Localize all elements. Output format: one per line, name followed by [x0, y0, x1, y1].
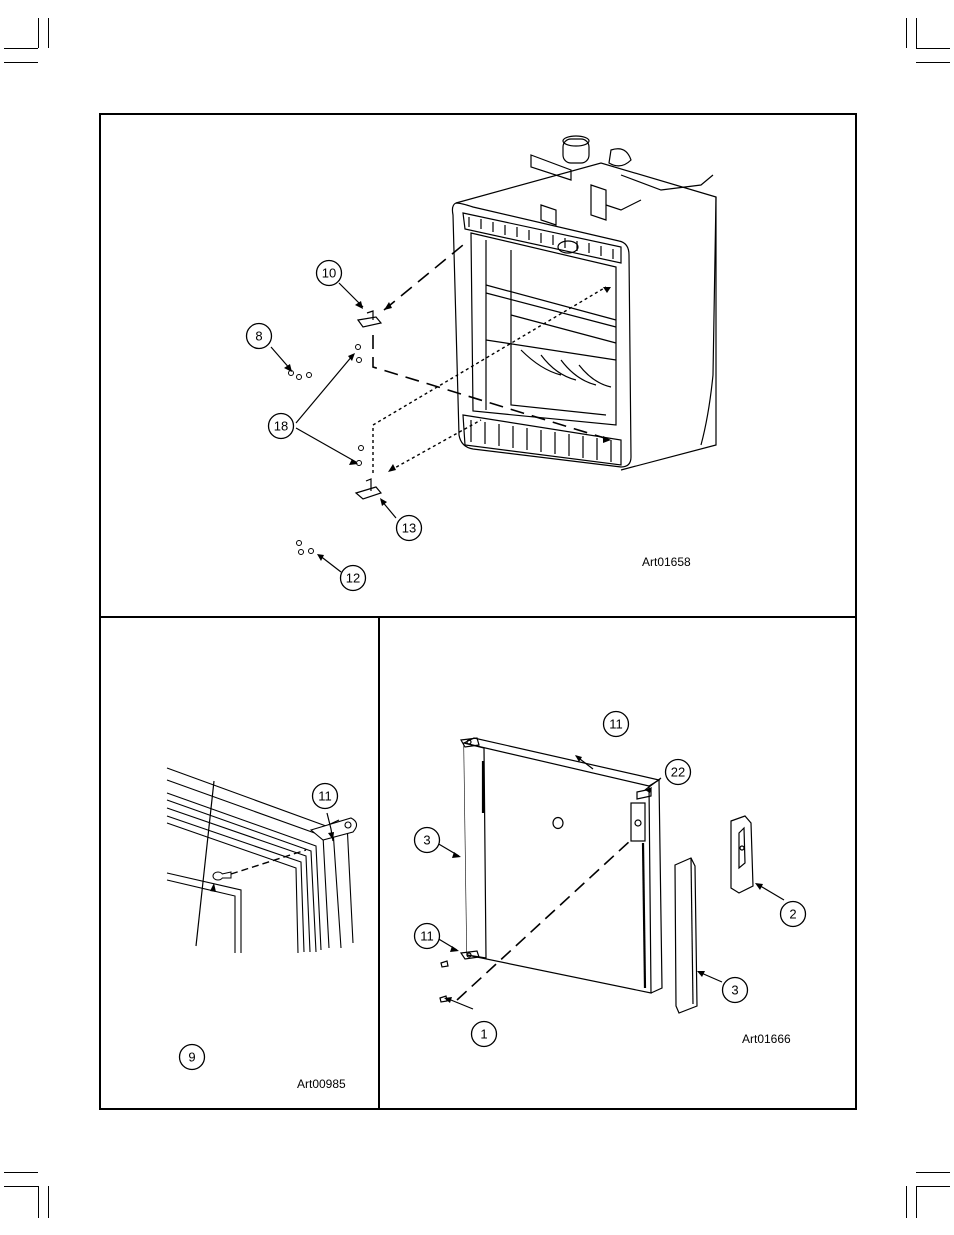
panel-divider-horizontal	[101, 616, 855, 618]
crop-mark	[906, 1186, 907, 1218]
crop-mark	[916, 62, 950, 63]
svg-text:3: 3	[731, 983, 738, 998]
svg-text:12: 12	[346, 571, 360, 586]
svg-text:8: 8	[255, 329, 262, 344]
top-hinge	[356, 310, 383, 328]
callout-11-top: 11	[602, 710, 630, 738]
svg-text:1: 1	[480, 1027, 487, 1042]
callout-12: 12	[339, 564, 367, 592]
callout-22: 22	[664, 758, 692, 786]
hinge-11-detail	[309, 817, 358, 841]
crop-mark	[38, 18, 39, 48]
callout-11-bottom: 11	[413, 922, 441, 950]
door-panel	[463, 742, 652, 994]
callout-13: 13	[395, 514, 423, 542]
svg-text:10: 10	[322, 266, 336, 281]
callout-10: 10	[315, 259, 343, 287]
screws-12	[296, 540, 314, 555]
callout-18: 18	[267, 412, 295, 440]
callout-2: 2	[779, 900, 807, 928]
diagram-frame: 10 8 18 13 12 Art01658	[99, 113, 857, 1110]
callout-3-right: 3	[721, 976, 749, 1004]
cabinet-outline	[455, 162, 717, 471]
crop-mark	[916, 1186, 917, 1218]
crop-mark	[48, 1186, 49, 1218]
crop-mark	[4, 1172, 38, 1173]
svg-text:9: 9	[188, 1050, 195, 1065]
art-ref-bottom-left: Art00985	[297, 1077, 346, 1091]
crop-mark	[48, 18, 49, 48]
svg-text:2: 2	[789, 907, 796, 922]
callout-11-detail: 11	[311, 782, 339, 810]
panel-cabinet-hinges: 10 8 18 13 12 Art01658	[101, 115, 855, 617]
callout-1: 1	[470, 1020, 498, 1048]
art-ref-top: Art01658	[642, 555, 691, 569]
screw-9	[212, 871, 232, 881]
crop-mark	[38, 1186, 39, 1218]
crop-mark	[4, 48, 38, 49]
cabinet-illustration: 10 8 18 13 12 Art01658	[245, 135, 717, 592]
crop-mark	[916, 1172, 950, 1173]
crop-mark	[916, 1186, 950, 1187]
callout-8: 8	[245, 322, 273, 350]
art-ref-bottom-right: Art01666	[742, 1032, 791, 1046]
crop-mark	[4, 62, 38, 63]
panel-door-corner-detail: 11 9 Art00985	[101, 618, 378, 1108]
door-assembly-illustration: 11 22 3 11 2 3	[413, 710, 807, 1048]
svg-text:11: 11	[420, 929, 434, 944]
svg-text:3: 3	[423, 833, 430, 848]
svg-text:18: 18	[274, 419, 288, 434]
svg-text:22: 22	[671, 765, 685, 780]
svg-text:11: 11	[609, 717, 623, 732]
panel-door-assembly: 11 22 3 11 2 3	[379, 618, 855, 1108]
panel-divider-vertical	[378, 617, 380, 1108]
crop-mark	[916, 18, 917, 48]
callout-9: 9	[178, 1043, 206, 1071]
crop-mark	[906, 18, 907, 48]
crop-mark	[4, 1186, 38, 1187]
svg-text:11: 11	[318, 789, 332, 804]
bottom-hinge	[354, 478, 383, 500]
callout-3-left: 3	[413, 826, 441, 854]
door-corner-illustration: 11 9 Art00985	[166, 767, 358, 1091]
crop-mark	[916, 48, 950, 49]
screws-18	[355, 344, 364, 466]
svg-text:13: 13	[402, 521, 416, 536]
